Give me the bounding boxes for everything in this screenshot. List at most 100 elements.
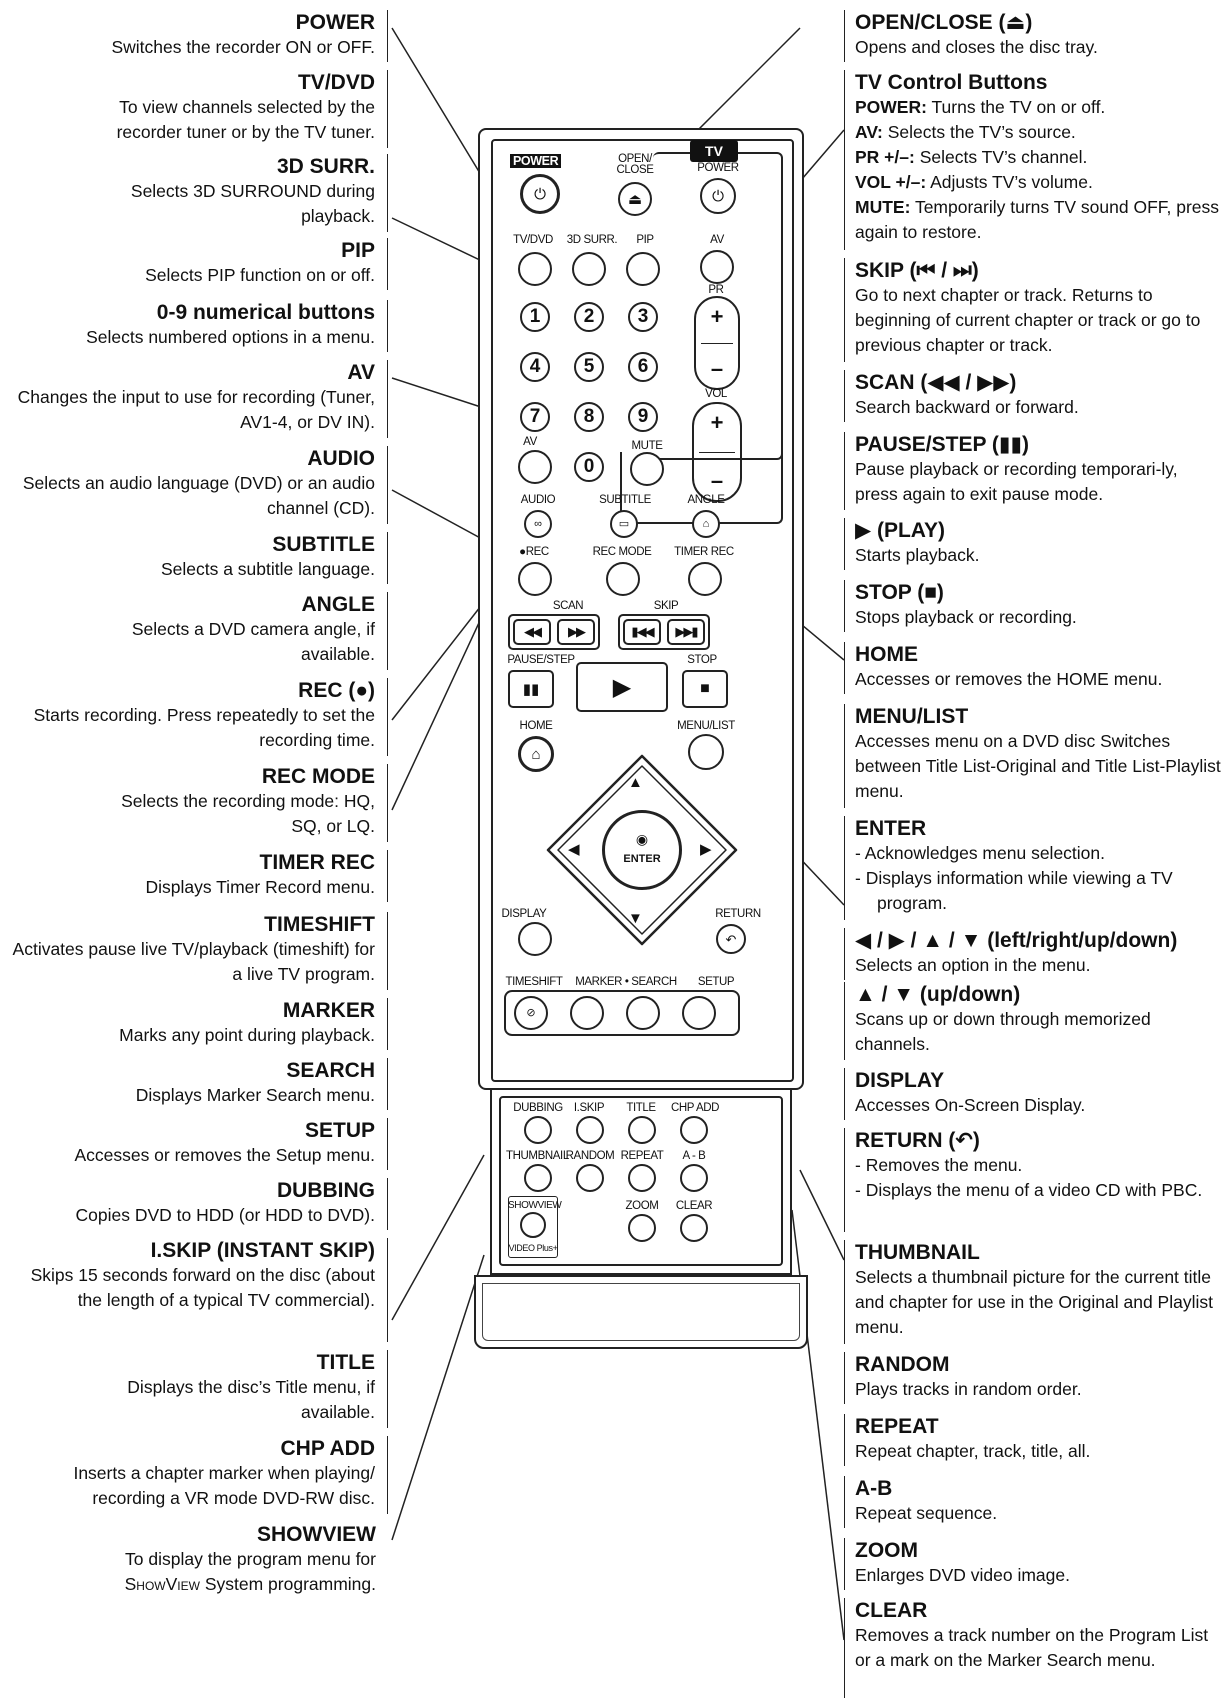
pause-step-button[interactable]: ▮▮ <box>508 670 554 708</box>
callout-title: AV <box>347 361 375 384</box>
desc-part: To display the program menu for <box>125 1549 376 1569</box>
leader-line <box>391 601 485 721</box>
play-button[interactable]: ▶ <box>576 662 668 712</box>
ab-button[interactable] <box>680 1164 708 1192</box>
rec-mode-label: REC MODE <box>592 546 652 558</box>
rec-button[interactable] <box>518 562 552 596</box>
subtitle-button[interactable]: ▭ <box>610 510 638 538</box>
callout-title: REPEAT <box>855 1415 939 1438</box>
angle-button[interactable]: ⌂ <box>692 510 720 538</box>
tv-line: PR +/–: Selects TV’s channel. <box>855 145 1222 170</box>
tv-line-key: VOL +/–: <box>855 172 927 192</box>
bottom-row-frame <box>504 990 740 1036</box>
chp-add-button[interactable] <box>680 1116 708 1144</box>
title-button[interactable] <box>628 1116 656 1144</box>
display-button[interactable] <box>518 922 552 956</box>
iskip-button[interactable] <box>576 1116 604 1144</box>
zoom-button[interactable] <box>628 1214 656 1242</box>
remote-body: TV POWER ⏻ OPEN/ CLOSE ⏏ POWER ⏻ TV/DVD … <box>478 128 804 1090</box>
setup-button[interactable] <box>682 996 716 1030</box>
digit-1-button[interactable]: 1 <box>520 302 550 332</box>
surr-button[interactable] <box>572 252 606 286</box>
marker-button[interactable] <box>570 996 604 1030</box>
leader-line <box>391 1254 485 1541</box>
search-button[interactable] <box>626 996 660 1030</box>
vol-rocker[interactable]: +– <box>692 402 742 502</box>
leader-line <box>391 377 485 409</box>
skip-back-button[interactable]: ▮◀◀ <box>623 619 661 645</box>
dubbing-label: DUBBING <box>513 1102 563 1114</box>
up-arrow-button[interactable]: ▲ <box>628 774 643 791</box>
repeat-button[interactable] <box>628 1164 656 1192</box>
digit-5-button[interactable]: 5 <box>574 352 604 382</box>
down-arrow-button[interactable]: ▼ <box>628 910 643 927</box>
callout-desc: Opens and closes the disc tray. <box>855 37 1098 57</box>
tvdvd-button[interactable] <box>518 252 552 286</box>
rec-mode-button[interactable] <box>606 562 640 596</box>
timer-rec-button[interactable] <box>688 562 722 596</box>
pr-rocker[interactable]: +– <box>694 296 740 390</box>
tv-av-button[interactable] <box>700 250 734 284</box>
digit-8-button[interactable]: 8 <box>574 402 604 432</box>
leader-line <box>799 1169 845 1261</box>
menu-list-button[interactable] <box>688 734 724 770</box>
digit-3-button[interactable]: 3 <box>628 302 658 332</box>
skip-group <box>618 614 710 650</box>
right-arrow-button[interactable]: ▶ <box>700 841 712 858</box>
skip-forward-icon: ▶▶▮ <box>675 624 698 639</box>
callout-3dsurr: 3D SURR.Selects 3D SURROUND during playb… <box>8 154 388 232</box>
open-close-label: OPEN/ CLOSE <box>616 153 654 176</box>
timeshift-button[interactable]: ⊘ <box>514 996 548 1030</box>
zoom-label: ZOOM <box>625 1200 659 1212</box>
scan-back-button[interactable]: ◀◀ <box>513 619 551 645</box>
av-button[interactable] <box>518 450 552 484</box>
audio-button[interactable]: ∞ <box>524 510 552 538</box>
setup-label: SETUP <box>697 976 735 988</box>
digit-6-button[interactable]: 6 <box>628 352 658 382</box>
showview-brand: ShowView <box>124 1574 200 1594</box>
tv-line-value: Selects TV’s channel. <box>914 147 1088 167</box>
thumbnail-button[interactable] <box>524 1164 552 1192</box>
tv-power-button[interactable]: ⏻ <box>700 178 736 214</box>
digit-4-button[interactable]: 4 <box>520 352 550 382</box>
stop-button[interactable]: ■ <box>682 670 728 708</box>
open-close-button[interactable]: ⏏ <box>618 182 652 216</box>
clear-button[interactable] <box>680 1214 708 1242</box>
mute-button[interactable] <box>630 452 664 486</box>
callout-title: SHOWVIEW <box>257 1523 376 1546</box>
enter-button[interactable]: ◉ ENTER <box>602 810 682 890</box>
rec-label: ●REC <box>519 546 549 558</box>
callout-title: ENTER <box>855 817 927 840</box>
pip-button[interactable] <box>626 252 660 286</box>
home-label: HOME <box>519 720 553 732</box>
dubbing-button[interactable] <box>524 1116 552 1144</box>
digit-9-button[interactable]: 9 <box>628 402 658 432</box>
showview-frame <box>508 1196 558 1258</box>
bullet: - Displays information while viewing a T… <box>855 868 1173 913</box>
showview-button[interactable] <box>520 1212 546 1238</box>
callout-desc: Enlarges DVD video image. <box>855 1565 1070 1585</box>
scan-forward-button[interactable]: ▶▶ <box>557 619 595 645</box>
home-button[interactable]: ⌂ <box>518 736 554 772</box>
callout-desc: Marks any point during playback. <box>119 1025 375 1045</box>
digit-2-button[interactable]: 2 <box>574 302 604 332</box>
random-button[interactable] <box>576 1164 604 1192</box>
timeshift-icon: ⊘ <box>526 1006 536 1019</box>
digit-7-button[interactable]: 7 <box>520 402 550 432</box>
callout-desc: Copies DVD to HDD (or HDD to DVD). <box>75 1205 376 1225</box>
callout-title: RETURN (↶) <box>855 1129 980 1152</box>
skip-forward-button[interactable]: ▶▶▮ <box>667 619 705 645</box>
callout-title: REC MODE <box>261 765 375 788</box>
skip-back-icon: ▮◀◀ <box>631 624 654 639</box>
digit-0-button[interactable]: 0 <box>574 452 604 482</box>
left-arrow-button[interactable]: ◀ <box>568 841 580 858</box>
power-button[interactable]: ⏻ <box>520 174 560 214</box>
return-button[interactable]: ↶ <box>716 924 746 954</box>
